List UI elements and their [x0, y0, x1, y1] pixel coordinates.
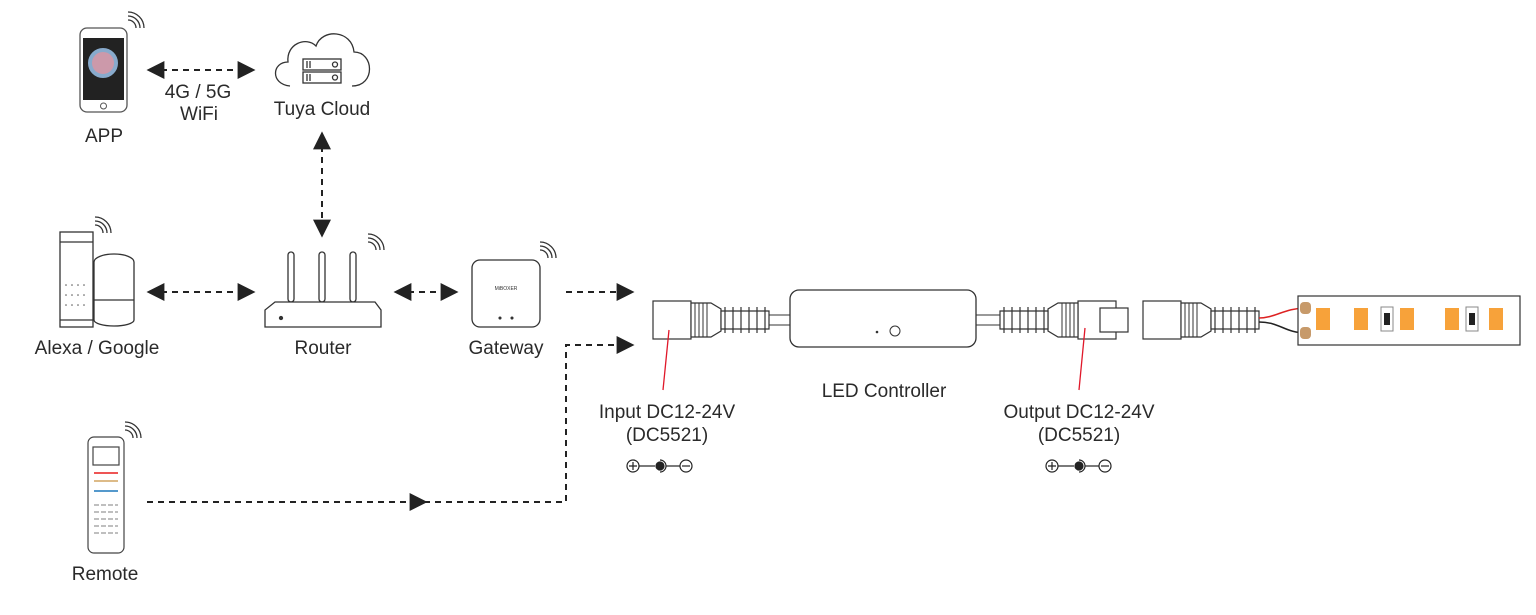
router-label: Router	[294, 338, 352, 359]
cloud-label: Tuya Cloud	[273, 99, 371, 120]
router-icon	[264, 233, 385, 328]
cloud-icon	[274, 33, 370, 87]
output-port-type: (DC5521)	[1037, 425, 1121, 446]
phone-icon	[79, 11, 145, 113]
output-connector	[999, 300, 1129, 340]
polarity-symbol-input	[626, 459, 693, 473]
controller-label: LED Controller	[821, 381, 947, 402]
remote-icon	[87, 421, 142, 554]
link-app-cloud	[146, 61, 635, 511]
smart-speaker-icon	[59, 216, 135, 328]
link-label-wifi: WiFi	[180, 104, 218, 125]
gateway-brand: MiBOXER	[495, 286, 518, 292]
app-label: APP	[84, 126, 124, 147]
polarity-symbol-output	[1045, 459, 1112, 473]
output-port-title: Output DC12-24V	[1003, 402, 1155, 423]
led-controller-box	[789, 289, 977, 348]
led-strip	[1297, 295, 1521, 346]
input-connector	[652, 300, 770, 340]
gateway-icon: MiBOXER	[471, 241, 557, 328]
voice-assistant-label: Alexa / Google	[34, 338, 160, 359]
strip-connector	[1142, 300, 1260, 340]
input-port-title: Input DC12-24V	[598, 402, 736, 423]
link-label-cellular: 4G / 5G	[164, 82, 232, 103]
speaker-grille	[65, 284, 85, 306]
remote-label: Remote	[71, 564, 139, 585]
gateway-label: Gateway	[468, 338, 544, 359]
input-port-type: (DC5521)	[625, 425, 709, 446]
input-leader-line	[662, 329, 670, 391]
output-leader-line	[1078, 327, 1086, 391]
